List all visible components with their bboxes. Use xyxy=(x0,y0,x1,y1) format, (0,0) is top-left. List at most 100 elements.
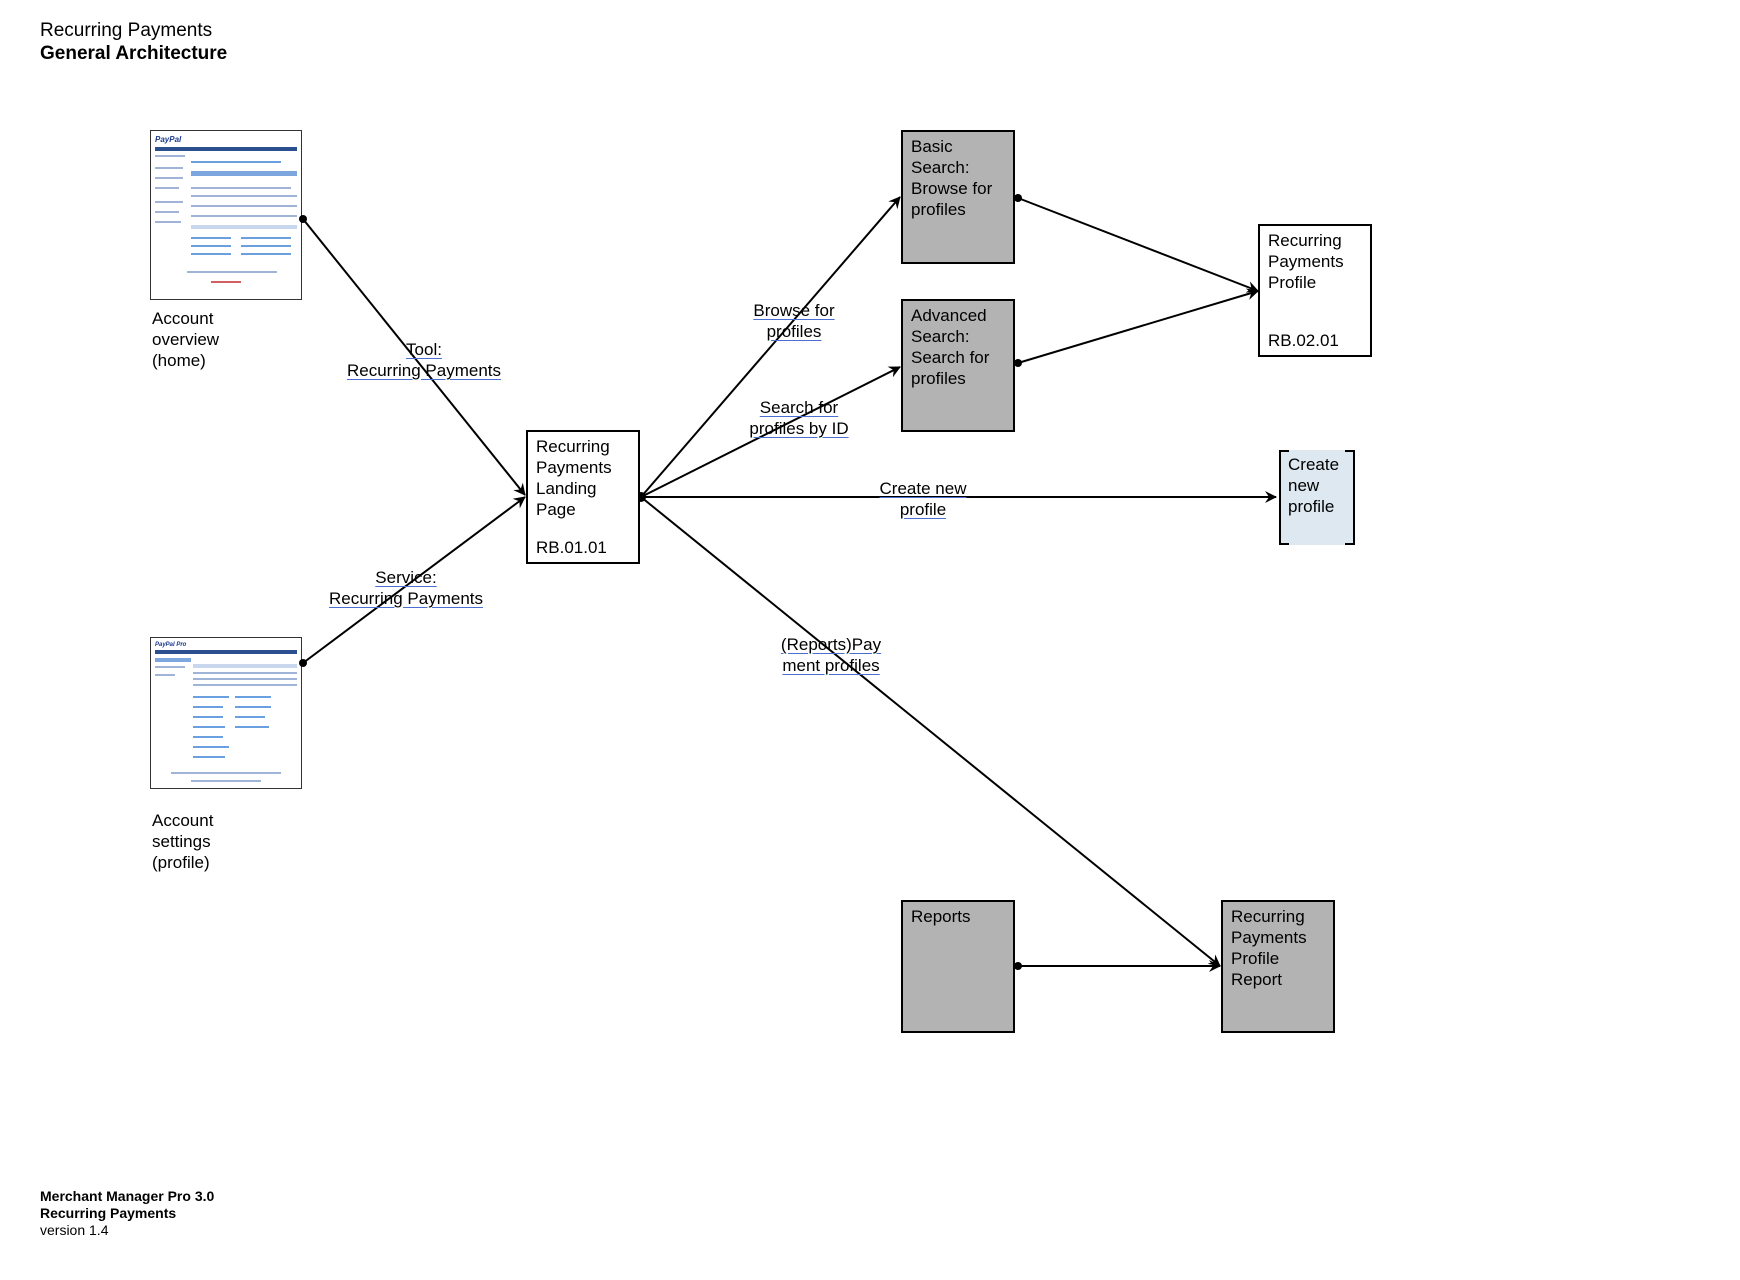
edge-label-create[interactable]: Create new profile xyxy=(880,478,967,520)
edge-label-service[interactable]: Service: Recurring Payments xyxy=(329,567,483,609)
box-line: Recurring xyxy=(536,437,610,456)
box-line: Recurring xyxy=(1268,231,1342,250)
edge-label-line: Recurring Payments xyxy=(346,361,502,380)
edge-label-line: Create new xyxy=(879,479,967,498)
account-settings-thumbnail[interactable]: PayPal Pro xyxy=(150,637,302,789)
box-line: profile xyxy=(1288,497,1335,516)
thumb-line xyxy=(155,666,185,668)
edge-label-line: profile xyxy=(899,500,947,519)
edge-origin-dot xyxy=(1014,359,1022,367)
profile-report-box[interactable]: Recurring Payments Profile Report xyxy=(1221,900,1335,1033)
thumb-line xyxy=(191,780,261,782)
basic-search-box[interactable]: Basic Search: Browse for profiles xyxy=(901,130,1015,264)
box-line: Search for xyxy=(911,348,990,367)
thumb-line xyxy=(155,167,183,169)
box-line: Browse for xyxy=(911,179,993,198)
thumb-highlight xyxy=(155,658,191,662)
box-line: Profile xyxy=(1231,949,1280,968)
thumb-line xyxy=(235,716,265,718)
thumb-line xyxy=(155,177,183,179)
recurring-payments-profile-box[interactable]: Recurring Payments Profile RB.02.01 xyxy=(1258,224,1372,357)
thumb-line xyxy=(193,678,297,680)
thumb-line xyxy=(191,161,281,163)
box-line: Landing xyxy=(536,479,597,498)
edge-basic-search-to-profile xyxy=(1017,197,1259,293)
thumb-line xyxy=(187,271,277,273)
box-line: Profile xyxy=(1268,273,1317,292)
footer: Merchant Manager Pro 3.0 Recurring Payme… xyxy=(40,1188,214,1239)
thumb-line xyxy=(241,253,291,255)
paypal-logo: PayPal xyxy=(155,135,182,144)
thumb-line xyxy=(193,736,223,738)
thumb-line xyxy=(191,195,297,197)
box-line: Payments xyxy=(1268,252,1344,271)
label-line: (profile) xyxy=(152,853,210,872)
edge-label-line: Tool: xyxy=(406,340,442,359)
footer-section: Recurring Payments xyxy=(40,1205,177,1221)
account-settings-label: Account settings (profile) xyxy=(152,810,213,873)
thumb-line xyxy=(193,696,229,698)
edge-landing-to-profile-report xyxy=(640,496,1221,967)
edge-origin-dot xyxy=(1014,194,1022,202)
thumb-line xyxy=(191,237,231,239)
thumb-line xyxy=(191,205,297,207)
box-line: Basic xyxy=(911,137,953,156)
thumb-line xyxy=(235,726,269,728)
label-line: Account xyxy=(152,309,214,328)
edge-label-line: profiles xyxy=(766,322,822,341)
box-line: profiles xyxy=(911,200,966,219)
landing-page-box[interactable]: Recurring Payments Landing Page RB.01.01 xyxy=(526,430,640,564)
edge-label-tool[interactable]: Tool: Recurring Payments xyxy=(347,339,501,381)
label-line: overview xyxy=(152,330,220,349)
label-line: settings xyxy=(152,832,211,851)
thumb-line xyxy=(235,696,271,698)
edge-origin-dot xyxy=(299,215,307,223)
edge-landing-to-basic-search xyxy=(640,196,901,498)
box-line: Recurring xyxy=(1231,907,1305,926)
thumb-nav-bar xyxy=(155,147,297,151)
thumb-highlight xyxy=(191,225,297,229)
thumb-line xyxy=(191,245,231,247)
thumb-line xyxy=(171,772,281,774)
paypal-pro-logo: PayPal Pro xyxy=(155,642,187,648)
edge-label-line: Recurring Payments xyxy=(328,589,484,608)
thumb-line xyxy=(155,201,183,203)
edge-origin-dot xyxy=(1014,962,1022,970)
edge-settings-to-landing xyxy=(302,496,526,664)
diagram-title: Recurring Payments xyxy=(40,20,213,41)
account-overview-thumbnail[interactable]: PayPal xyxy=(150,130,302,300)
edge-label-line: Search for xyxy=(759,398,839,417)
thumb-line xyxy=(191,215,297,217)
thumb-line xyxy=(155,155,185,157)
footer-product: Merchant Manager Pro 3.0 xyxy=(40,1188,215,1204)
create-new-profile-box[interactable]: Create new profile xyxy=(1279,450,1355,545)
thumb-line xyxy=(211,281,241,283)
box-line: Search: xyxy=(911,158,970,177)
page-code: RB.02.01 xyxy=(1268,331,1339,350)
edge-origin-dot xyxy=(299,659,307,667)
edge-landing-to-advanced-search xyxy=(640,366,901,498)
thumb-line xyxy=(193,684,297,686)
footer-version: version 1.4 xyxy=(40,1222,109,1238)
box-line: Reports xyxy=(911,907,971,926)
reports-box[interactable]: Reports xyxy=(901,900,1015,1033)
edge-label-browse[interactable]: Browse for profiles xyxy=(753,300,834,342)
edge-label-search-id[interactable]: Search for profiles by ID xyxy=(749,397,848,439)
box-line: Payments xyxy=(536,458,612,477)
thumb-line xyxy=(241,237,291,239)
thumb-line xyxy=(193,746,229,748)
edge-label-line: (Reports)Pay xyxy=(780,635,882,654)
thumb-line xyxy=(193,756,225,758)
edge-label-reports[interactable]: (Reports)Pay ment profiles xyxy=(781,634,881,676)
thumb-line xyxy=(193,706,223,708)
thumb-line xyxy=(155,221,181,223)
thumb-line xyxy=(155,674,175,676)
box-line: new xyxy=(1288,476,1320,495)
box-line: Payments xyxy=(1231,928,1307,947)
thumb-line xyxy=(193,672,297,674)
thumb-highlight xyxy=(191,171,297,176)
thumb-line xyxy=(155,187,179,189)
edge-advanced-search-to-profile xyxy=(1017,288,1259,364)
advanced-search-box[interactable]: Advanced Search: Search for profiles xyxy=(901,299,1015,432)
